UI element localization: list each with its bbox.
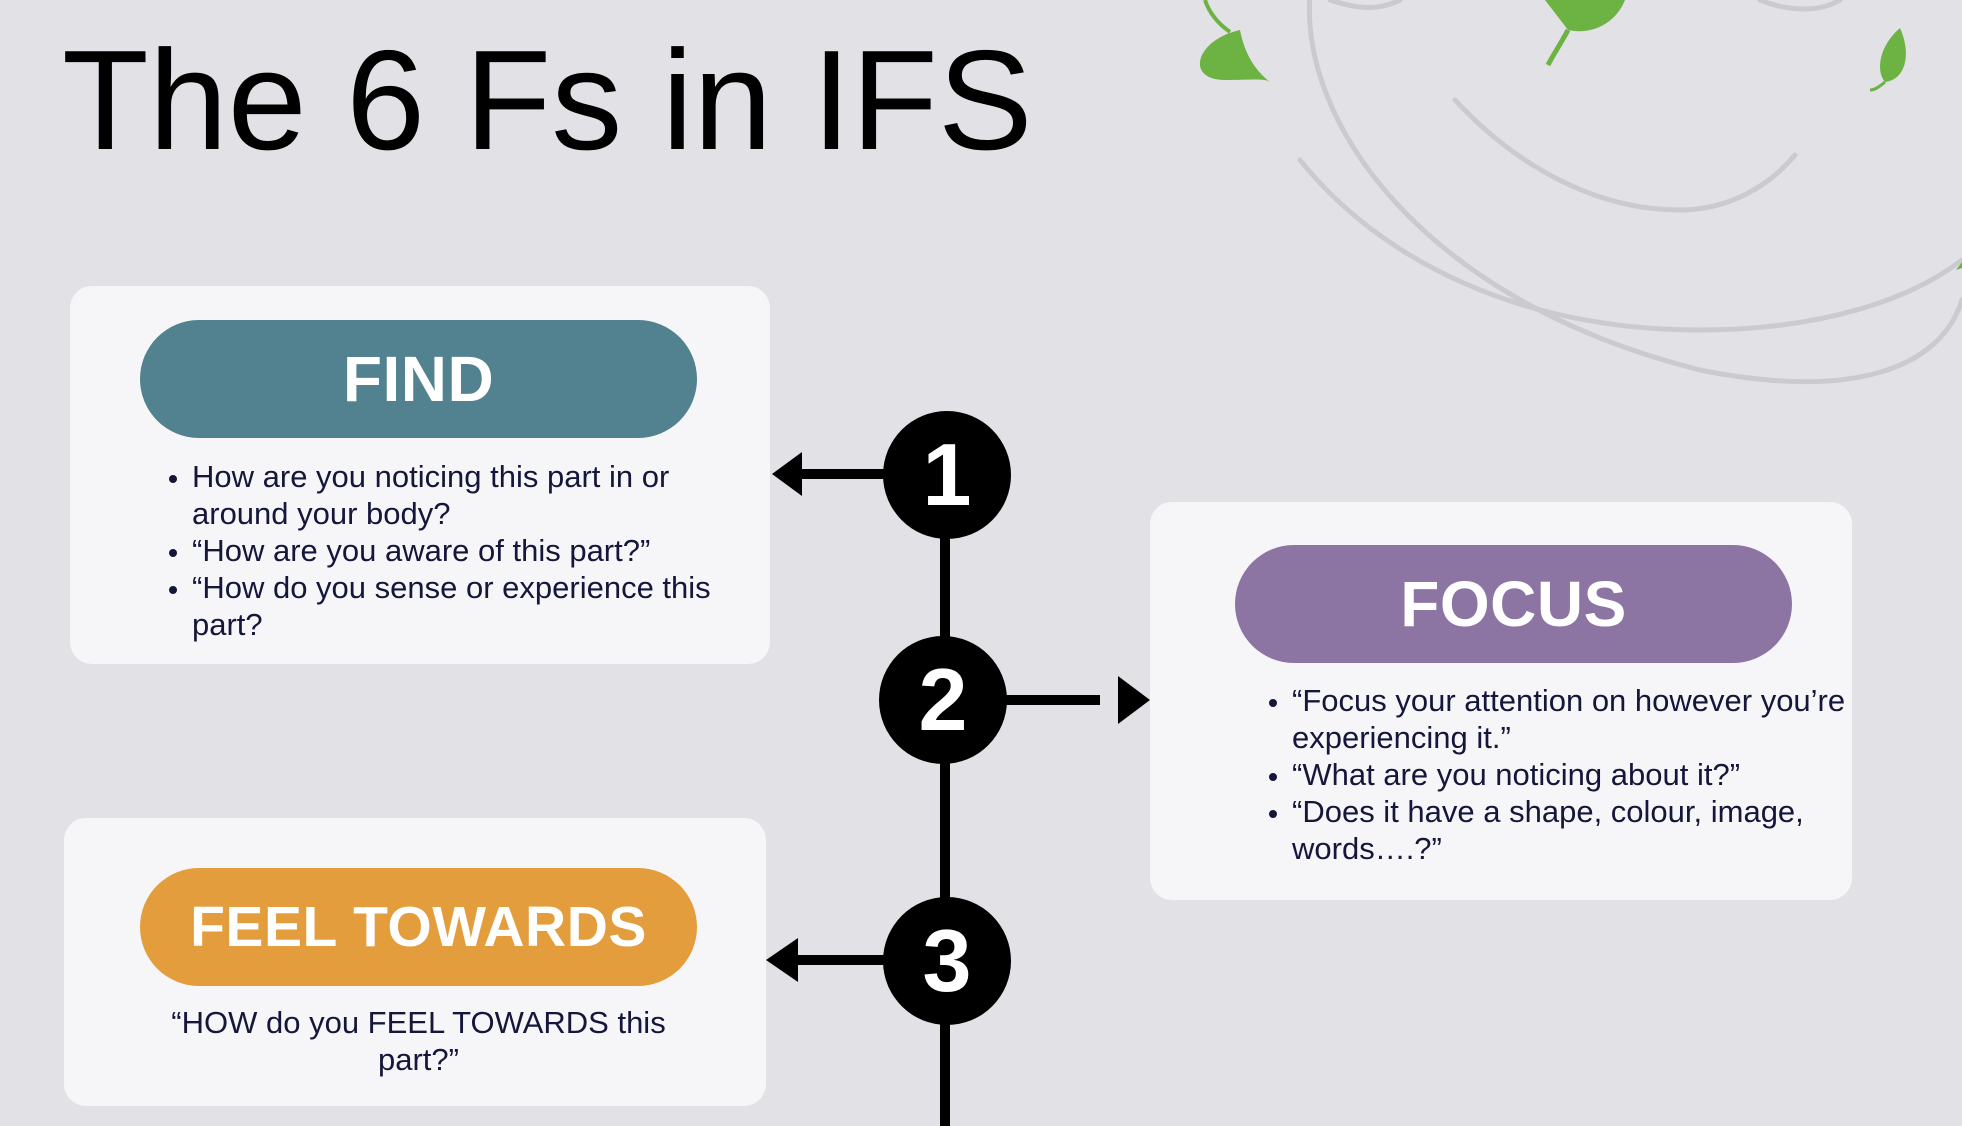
leaf-icon: [1869, 28, 1906, 92]
feel-towards-heading: FEEL TOWARDS: [140, 868, 697, 986]
find-heading: FIND: [140, 320, 697, 438]
focus-heading: FOCUS: [1235, 545, 1792, 663]
decor-arc-top2: [1757, 0, 1843, 12]
leaf-icon: [1545, 0, 1625, 67]
step-number-badge: 1: [883, 411, 1011, 539]
list-item: How are you noticing this part in or aro…: [192, 458, 752, 532]
list-item: “What are you noticing about it?”: [1292, 756, 1852, 793]
list-item: “Focus your attention on however you’re …: [1292, 682, 1852, 756]
decor-arc-outer: [1306, 0, 1962, 385]
leaf-icon: [1199, 0, 1270, 82]
list-item: “How are you aware of this part?”: [192, 532, 752, 569]
feel-towards-question: “HOW do you FEEL TOWARDS this part?”: [171, 1005, 666, 1077]
find-question-list: How are you noticing this part in or aro…: [150, 458, 752, 643]
list-item: “How do you sense or experience this par…: [192, 569, 752, 643]
step-number-badge: 3: [883, 897, 1011, 1025]
list-item: “Does it have a shape, colour, image, wo…: [1292, 793, 1852, 867]
decor-arc-middle: [1297, 157, 1962, 333]
step-number-badge: 2: [879, 636, 1007, 764]
decor-arc-inner: [1452, 97, 1798, 213]
leaf-icon: [1956, 262, 1962, 270]
page-title: The 6 Fs in IFS: [62, 21, 1033, 180]
focus-question-list: “Focus your attention on however you’re …: [1250, 682, 1852, 867]
decor-arc-top: [1327, 0, 1403, 10]
